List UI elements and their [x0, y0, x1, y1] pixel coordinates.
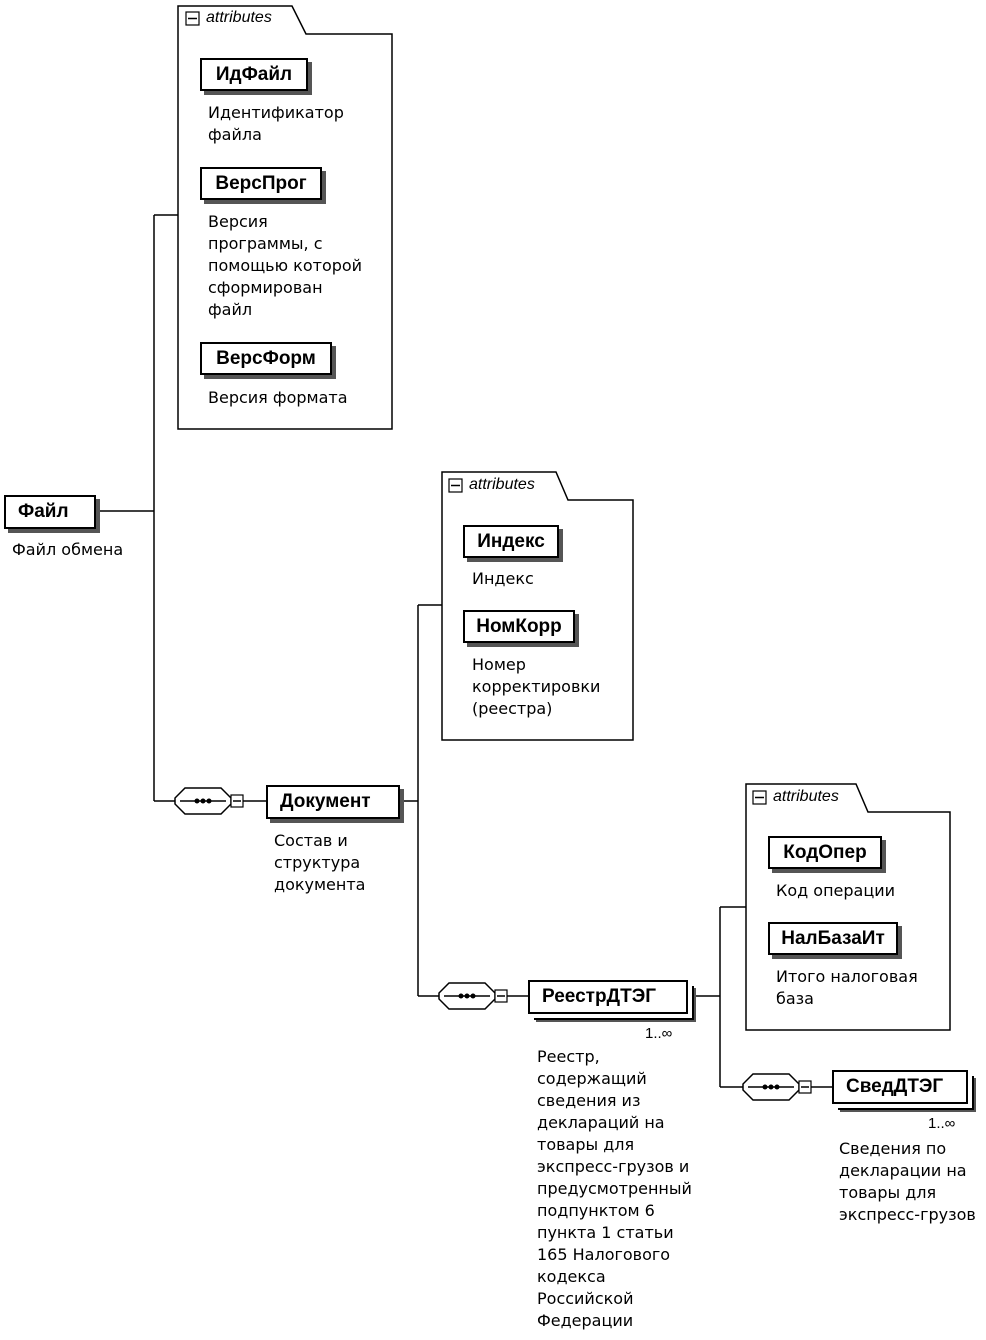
attributes-header-registry: attributes: [773, 788, 839, 805]
element-document-description: Состав и структура документа: [274, 830, 365, 896]
declaration-multiplicity: 1..∞: [928, 1115, 956, 1132]
element-declaration-description: Сведения по декларации на товары для экс…: [839, 1138, 976, 1226]
description-line: файла: [208, 125, 262, 144]
description-line: (реестра): [472, 699, 553, 718]
description-line: помощью которой: [208, 256, 363, 275]
attribute-label: КодОпер: [783, 842, 867, 863]
connector-registry: [507, 906, 746, 1088]
element-declaration-label: СведДТЭГ: [846, 1076, 944, 1097]
description-line: товары для: [839, 1183, 937, 1202]
attribute-format-version[interactable]: ВерсФорм: [200, 342, 332, 375]
description-line: Версия формата: [208, 388, 348, 407]
connector-root: [100, 214, 178, 802]
description-line: программы, с: [208, 234, 323, 253]
description-line: экспресс-грузов и: [537, 1157, 690, 1176]
attribute-id-file-description: Идентификатор файла: [208, 102, 344, 146]
attribute-label: Индекс: [477, 531, 545, 552]
description-line: Индекс: [472, 569, 534, 588]
attributes-header-document: attributes: [469, 476, 535, 493]
attributes-header-root: attributes: [206, 9, 272, 26]
description-line: Версия: [208, 212, 268, 231]
attribute-correction-number[interactable]: НомКорр: [463, 610, 575, 643]
description-line: структура: [274, 853, 361, 872]
element-registry-label: РеестрДТЭГ: [542, 986, 656, 1007]
element-registry[interactable]: РеестрДТЭГ: [528, 980, 688, 1014]
description-line: Реестр,: [537, 1047, 600, 1066]
element-root-file[interactable]: Файл: [4, 495, 96, 529]
attribute-index[interactable]: Индекс: [463, 525, 559, 558]
element-root-description: Файл обмена: [12, 539, 123, 561]
attribute-program-version-description: Версия программы, с помощью которой сфор…: [208, 211, 362, 321]
attribute-tax-base-total[interactable]: НалБазаИт: [768, 922, 898, 955]
description-line: сведения из: [537, 1091, 641, 1110]
attribute-label: ВерсФорм: [216, 348, 316, 369]
description-line: сформирован: [208, 278, 323, 297]
description-line: Номер: [472, 655, 526, 674]
description-line: Код операции: [776, 881, 896, 900]
description-line: предусмотренный: [537, 1179, 692, 1198]
element-registry-description: Реестр, содержащий сведения из деклараци…: [537, 1046, 692, 1332]
attribute-label: ИдФайл: [215, 64, 293, 85]
attribute-id-file[interactable]: ИдФайл: [200, 58, 308, 91]
attribute-correction-number-description: Номер корректировки (реестра): [472, 654, 600, 720]
description-line: Состав и: [274, 831, 348, 850]
registry-multiplicity: 1..∞: [645, 1025, 673, 1042]
attribute-label: ВерсПрог: [215, 173, 307, 194]
description-line: Файл обмена: [12, 540, 124, 559]
description-line: база: [776, 989, 814, 1008]
description-line: кодекса: [537, 1267, 606, 1286]
description-line: содержащий: [537, 1069, 647, 1088]
attribute-label: НомКорр: [476, 616, 562, 637]
description-line: Итого налоговая: [776, 967, 918, 986]
description-line: товары для: [537, 1135, 635, 1154]
description-line: Федерации: [537, 1311, 634, 1330]
description-line: пункта 1 статьи: [537, 1223, 674, 1242]
attribute-program-version[interactable]: ВерсПрог: [200, 167, 322, 200]
description-line: Сведения по: [839, 1139, 947, 1158]
element-document[interactable]: Документ: [266, 785, 400, 819]
attribute-operation-code-description: Код операции: [776, 880, 895, 902]
connector-document: [243, 604, 442, 997]
attribute-index-description: Индекс: [472, 568, 534, 590]
description-line: Идентификатор: [208, 103, 344, 122]
element-document-label: Документ: [280, 791, 371, 812]
description-line: корректировки: [472, 677, 601, 696]
attributes-frame-root: [177, 5, 393, 430]
description-line: подпунктом 6: [537, 1201, 655, 1220]
description-line: Российской: [537, 1289, 634, 1308]
attribute-label: НалБазаИт: [781, 928, 885, 949]
element-root-label: Файл: [18, 501, 69, 522]
description-line: файл: [208, 300, 253, 319]
description-line: 165 Налогового: [537, 1245, 671, 1264]
description-line: декларации на: [839, 1161, 967, 1180]
attribute-tax-base-total-description: Итого налоговая база: [776, 966, 918, 1010]
attribute-format-version-description: Версия формата: [208, 387, 348, 409]
element-declaration-info[interactable]: СведДТЭГ: [832, 1070, 968, 1104]
description-line: деклараций на: [537, 1113, 665, 1132]
attribute-operation-code[interactable]: КодОпер: [768, 836, 882, 869]
description-line: документа: [274, 875, 366, 894]
description-line: экспресс-грузов: [839, 1205, 976, 1224]
